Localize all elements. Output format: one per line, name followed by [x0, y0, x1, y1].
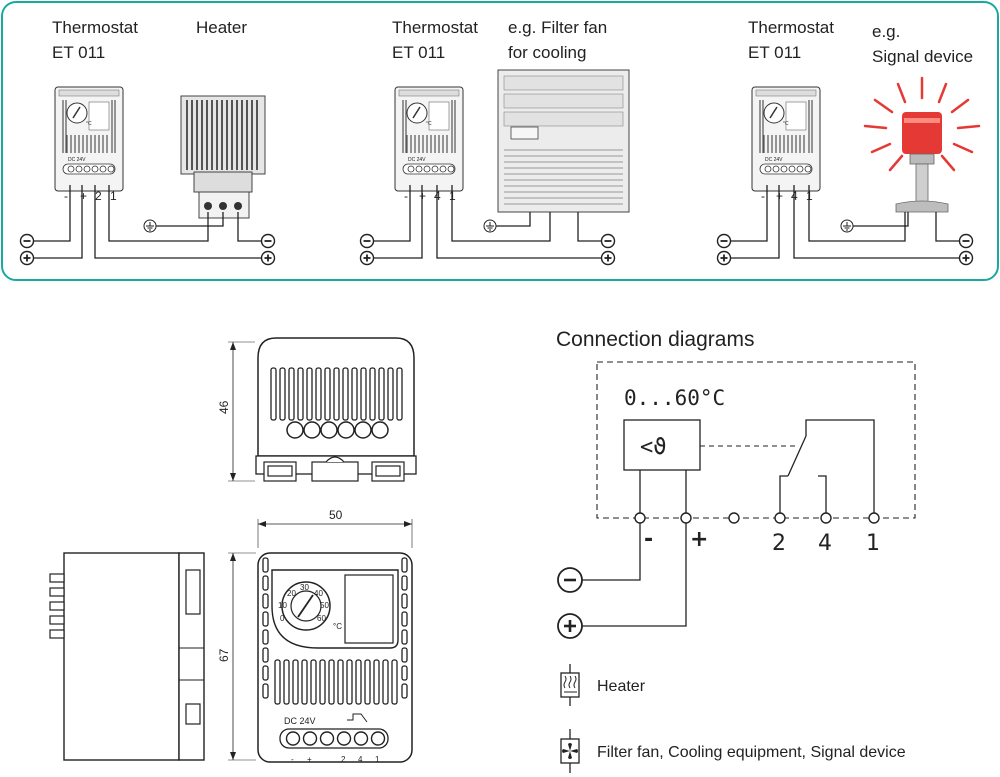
thermostat-unit-icon: [751, 86, 821, 192]
dial-scale-label: 20: [287, 589, 296, 598]
terminal-label: -: [291, 755, 294, 764]
temperature-range: 0...60°C: [624, 386, 725, 410]
thermostat-model: ET 011: [52, 43, 105, 62]
device-label-line1: e.g. Filter fan: [508, 18, 607, 37]
thermostat-title: Thermostat: [392, 18, 478, 37]
thermostat-unit-icon: [394, 86, 464, 192]
width-dimension: 50: [329, 508, 343, 522]
signal-beacon-icon: [863, 76, 981, 213]
sensor-symbol: <ϑ: [640, 435, 667, 460]
thermostat-title: Thermostat: [748, 18, 834, 37]
device-label-line1: e.g.: [872, 22, 900, 41]
terminal-label: 4: [358, 755, 363, 764]
device-label-line2: for cooling: [508, 43, 586, 62]
legend-fan-label: Filter fan, Cooling equipment, Signal de…: [597, 744, 906, 761]
terminal-label: +: [307, 755, 312, 764]
terminal-label: +: [80, 189, 87, 203]
dial-unit-label: °C: [333, 622, 342, 631]
terminal-label: 1: [110, 189, 117, 203]
thermostat-title: Thermostat: [52, 18, 138, 37]
front-face-drawing: 50 67 30 20: [217, 508, 413, 764]
thermostat-unit-icon: [54, 86, 124, 192]
thermostat-model: ET 011: [748, 43, 801, 62]
plus-terminal-icon: [557, 613, 583, 639]
side-view-drawing: [49, 552, 205, 761]
terminal-1-label: 1: [866, 531, 880, 556]
dial-scale-label: 30: [300, 583, 309, 592]
dial-scale-label: 40: [314, 589, 323, 598]
wiring-example-heater: Thermostat ET 011 Heater - + 2 1: [19, 18, 276, 266]
front-view-drawing: 46: [217, 337, 417, 482]
wiring-example-filter-fan: Thermostat ET 011 e.g. Filter fan for co…: [359, 18, 630, 266]
legend-heater-label: Heater: [597, 678, 646, 695]
height-dimension: 46: [217, 400, 231, 414]
supply-voltage-label: DC 24V: [284, 716, 316, 726]
device-label-line2: Signal device: [872, 47, 973, 66]
terminal-minus-label: -: [644, 527, 653, 552]
heater-symbol-icon: [560, 664, 580, 706]
fan-symbol-icon: [560, 729, 580, 773]
dial-scale-label: 0: [280, 614, 285, 623]
wiring-example-signal-device: Thermostat ET 011 e.g. Signal device - +…: [716, 18, 981, 266]
terminal-label: -: [64, 189, 68, 203]
height-dimension-side: 67: [217, 648, 231, 662]
minus-terminal-icon: [557, 567, 583, 593]
filter-fan-icon: [497, 69, 630, 213]
dial-scale-label: 50: [320, 601, 329, 610]
device-label: Heater: [196, 18, 247, 37]
terminal-label: -: [404, 189, 408, 203]
terminal-4-label: 4: [818, 531, 832, 556]
connection-diagram: Connection diagrams 0...60°C <ϑ - + 2 4 …: [556, 328, 916, 773]
sensor-box: [623, 419, 701, 471]
dial-scale-label: 60: [317, 614, 326, 623]
thermostat-model: ET 011: [392, 43, 445, 62]
connection-diagrams-title: Connection diagrams: [556, 328, 754, 351]
terminal-label: -: [761, 189, 765, 203]
terminal-label: 2: [95, 189, 102, 203]
terminal-2-label: 2: [772, 531, 786, 556]
dial-scale-label: 10: [278, 601, 287, 610]
terminal-plus-label: +: [690, 527, 708, 552]
terminal-label: 1: [375, 755, 380, 764]
heater-icon: [180, 95, 266, 219]
terminal-label: 2: [341, 755, 346, 764]
